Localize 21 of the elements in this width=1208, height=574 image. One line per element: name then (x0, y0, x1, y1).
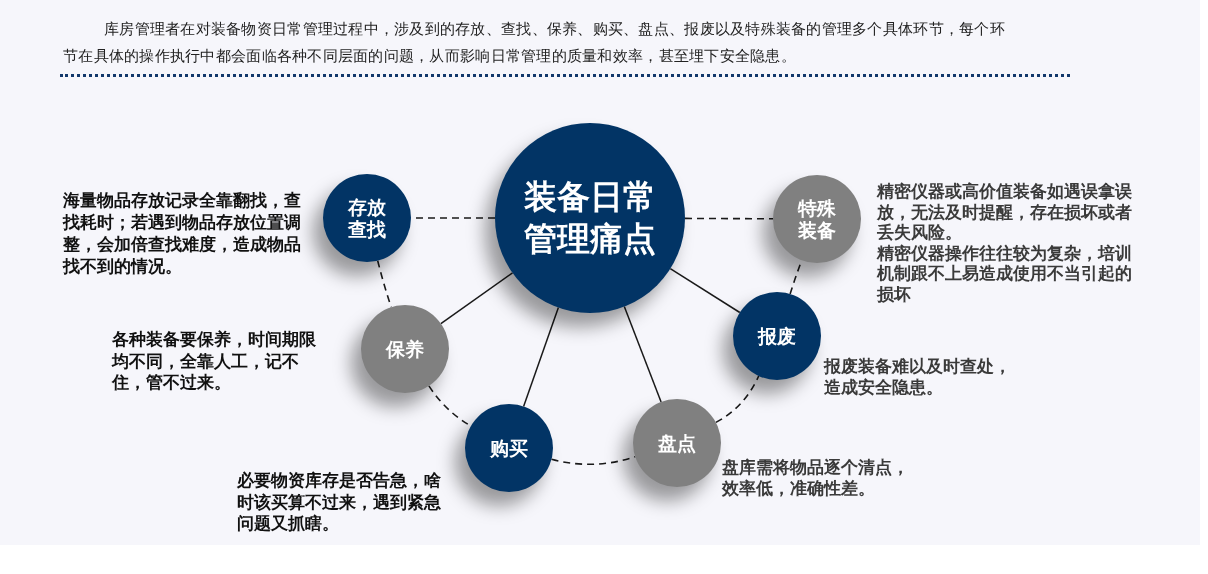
description-text: 报废装备难以及时查处，造成安全隐患。 (824, 356, 1012, 397)
circle-label: 报废 (758, 325, 796, 347)
circle-label: 购买 (490, 437, 528, 459)
connector-line (440, 272, 514, 325)
description-text: 精密仪器操作往往较为复杂，培训机制跟不上易造成使用不当引起的损坏 (877, 242, 1133, 304)
connector-line (623, 305, 662, 403)
connector-line (684, 217, 774, 220)
description-text: 海量物品存放记录全靠翻找，查找耗时；若遇到物品存放位置调整，会加倍查找难度，造成物品找不到的情况。 (63, 189, 302, 277)
description-text: 盘库需将物品逐个清点，效率低，准确性差。 (722, 457, 910, 498)
connector-line (669, 267, 741, 314)
circle-label: 装备日常管理痛点 (523, 176, 657, 260)
description-text: 精密仪器或高价值装备如遇误拿误放，无法及时提醒，存在损坏或者丢失风险。 (877, 181, 1133, 243)
intro-paragraph: 库房管理者在对装备物资日常管理过程中，涉及到的存放、查找、保养、购买、盘点、报废以及特殊装备的管理多个具体环节，每个环节在具体的操作执行中都会面临各种不同层面的问题，从而影响日常管理的质量和效率，甚至埋下安全隐患。 (63, 19, 1006, 67)
description-text: 各种装备要保养，时间期限均不同，全靠人工，记不住，管不过来。 (112, 329, 317, 394)
connector-line (522, 306, 560, 408)
description-text: 必要物资库存是否告急，啥时该买算不过来，遇到紧急问题又抓瞎。 (237, 470, 442, 535)
circle-label: 盘点 (658, 432, 696, 454)
circle-label: 保养 (386, 338, 424, 360)
circle-label: 存放查找 (347, 196, 387, 240)
connector-line (715, 375, 760, 424)
circle-label: 特殊装备 (797, 197, 837, 241)
